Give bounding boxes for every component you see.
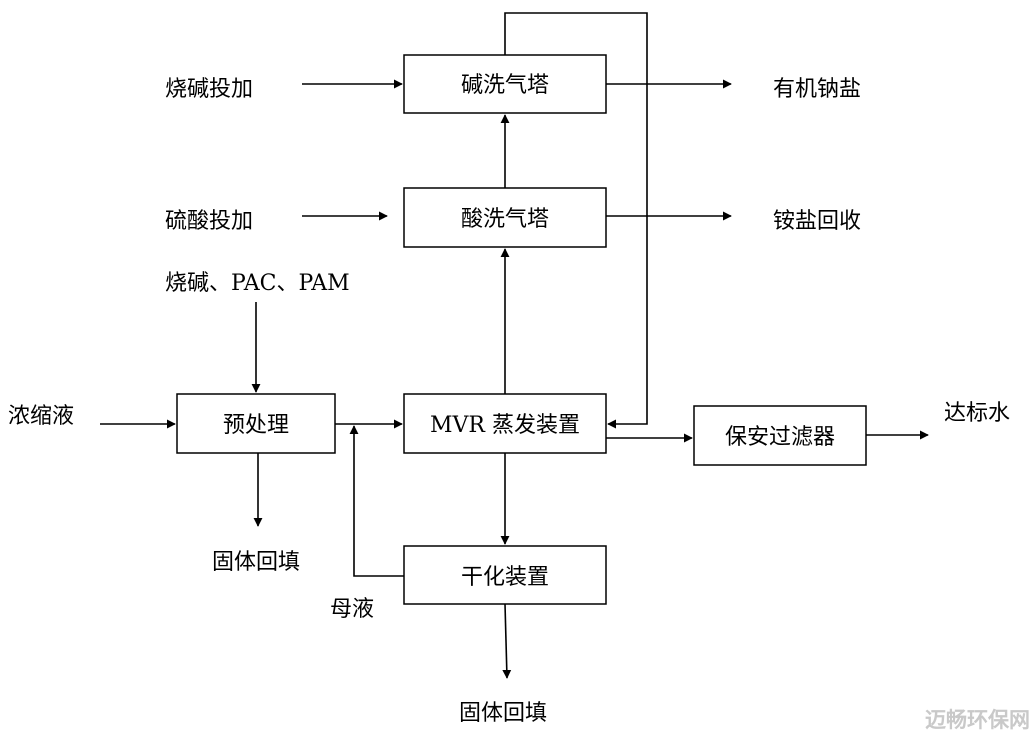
node-mvr-label: MVR 蒸发装置 <box>430 413 580 438</box>
label-organic-sodium: 有机钠盐 <box>773 77 861 102</box>
node-mvr: MVR 蒸发装置 <box>403 393 607 454</box>
label-caustic-dosing: 烧碱投加 <box>165 77 253 102</box>
label-ammonium-recovery: 铵盐回收 <box>773 209 861 234</box>
node-drying: 干化装置 <box>403 545 607 605</box>
node-security-filter: 保安过滤器 <box>693 405 867 466</box>
node-alkali-tower: 碱洗气塔 <box>403 54 607 114</box>
node-pretreatment: 预处理 <box>176 393 336 454</box>
label-solid-backfill-1: 固体回填 <box>212 550 300 575</box>
flow-mother-liquor-return <box>349 425 404 577</box>
label-chemicals: 烧碱、PAC、PAM <box>165 271 350 296</box>
label-sulfuric-dosing: 硫酸投加 <box>165 209 253 234</box>
flow-drying-to-solid-backfill <box>502 603 512 679</box>
label-solid-backfill-2: 固体回填 <box>459 701 547 726</box>
node-pretreatment-label: 预处理 <box>223 413 289 438</box>
label-concentrate: 浓缩液 <box>8 404 74 429</box>
watermark-logo: 迈畅环保网 <box>925 708 1030 732</box>
node-acid-tower: 酸洗气塔 <box>403 187 607 248</box>
label-mother-liquor: 母液 <box>330 597 374 622</box>
label-compliant-water: 达标水 <box>944 401 1010 426</box>
node-acid-tower-label: 酸洗气塔 <box>461 207 549 232</box>
flow-alkali-tower-return-to-mvr <box>504 12 648 429</box>
node-security-filter-label: 保安过滤器 <box>725 425 835 450</box>
node-drying-label: 干化装置 <box>461 565 549 590</box>
node-alkali-tower-label: 碱洗气塔 <box>461 73 549 98</box>
